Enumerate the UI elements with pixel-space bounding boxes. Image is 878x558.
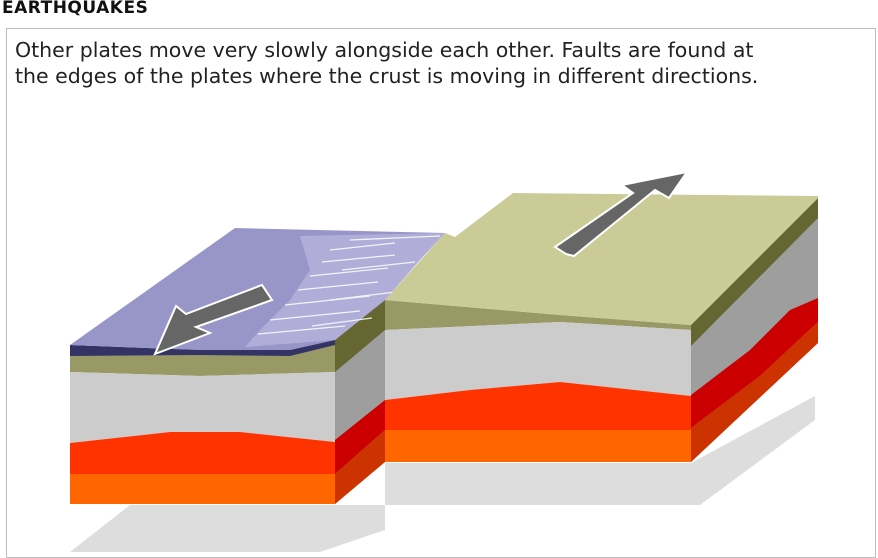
fault-waves bbox=[245, 233, 445, 347]
right-block-side-orange bbox=[691, 322, 818, 462]
arrow-up-right-icon bbox=[553, 170, 690, 258]
wave-streaks bbox=[257, 235, 441, 335]
left-block-side-orange bbox=[335, 430, 385, 504]
caption-line-1: Other plates move very slowly alongside … bbox=[15, 38, 754, 62]
caption: Other plates move very slowly alongside … bbox=[15, 37, 875, 89]
left-block-side-red bbox=[335, 400, 385, 474]
right-block-rock bbox=[385, 322, 691, 400]
right-block-side-soil bbox=[691, 198, 818, 346]
right-block-side-red bbox=[691, 298, 818, 428]
left-block-water-edge bbox=[70, 340, 335, 356]
left-block-side-soil bbox=[335, 300, 385, 372]
arrow-down-left-icon bbox=[153, 283, 274, 356]
right-block-soil bbox=[385, 300, 691, 330]
right-block-land bbox=[385, 193, 818, 325]
left-block-mantle-lower bbox=[70, 474, 335, 504]
page-title: EARTHQUAKES bbox=[2, 0, 149, 18]
left-block-rock bbox=[70, 372, 335, 443]
left-block-mantle-upper bbox=[70, 432, 335, 474]
caption-line-2: the edges of the plates where the crust … bbox=[15, 64, 759, 88]
shadow-right bbox=[385, 396, 815, 505]
right-block-mantle-upper bbox=[385, 382, 691, 430]
shadow-left bbox=[70, 505, 385, 552]
right-block-mantle-lower bbox=[385, 430, 691, 462]
